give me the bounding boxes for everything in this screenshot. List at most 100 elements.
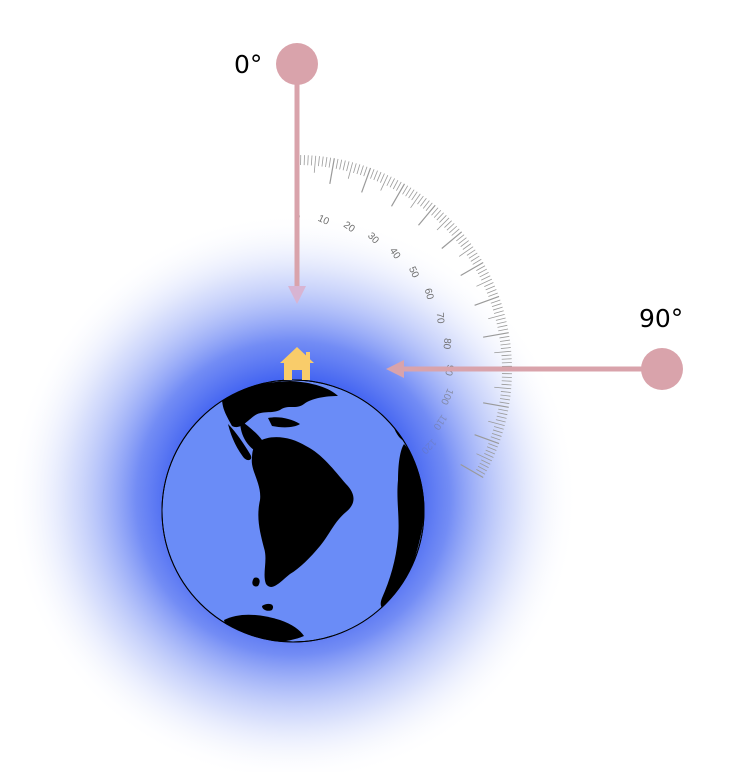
protractor-tick-45 (436, 217, 450, 231)
protractor-tick-48 (449, 225, 458, 234)
protractor-tick-5 (313, 155, 317, 173)
protractor-tick-33 (408, 189, 415, 199)
protractor-tick-58 (470, 255, 480, 262)
protractor-tick-97 (500, 394, 511, 397)
protractor-tick-81 (499, 335, 510, 339)
protractor-tick-17 (356, 164, 361, 175)
protractor-tick-96 (500, 391, 511, 393)
protractor-tick-9 (328, 157, 332, 168)
protractor-tick-28 (392, 179, 399, 190)
protractor-tick-30 (390, 183, 406, 207)
protractor-tick-64 (481, 275, 491, 281)
protractor-tick-62 (477, 268, 488, 275)
protractor-tick-41 (431, 207, 439, 216)
protractor-tick-39 (425, 202, 433, 211)
protractor-tick-14 (346, 161, 350, 172)
protractor-tick-15 (347, 162, 354, 179)
protractor-tick-76 (495, 317, 506, 321)
protractor-label-70: 70 (434, 312, 446, 324)
protractor-tick-26 (386, 176, 392, 186)
protractor-tick-55 (458, 246, 474, 257)
protractor-tick-98 (499, 398, 510, 401)
ray-0-drag-handle[interactable] (276, 43, 318, 85)
protractor-tick-66 (484, 282, 494, 287)
protractor-tick-108 (491, 432, 502, 437)
protractor-tick-8 (325, 157, 328, 168)
protractor-tick-43 (436, 212, 444, 221)
protractor-tick-101 (498, 408, 509, 412)
protractor-tick-7 (321, 156, 324, 167)
protractor-tick-72 (491, 303, 502, 308)
protractor-tick-67 (485, 285, 496, 291)
protractor-label-50: 50 (406, 265, 421, 280)
protractor-tick-54 (462, 243, 472, 250)
protractor-tick-87 (501, 358, 512, 360)
protractor-tick-61 (476, 265, 486, 271)
protractor-tick-47 (446, 223, 455, 231)
protractor-tick-75 (488, 313, 505, 320)
protractor-tick-105 (488, 420, 505, 427)
protractor-tick-65 (476, 278, 493, 287)
protractor-tick-23 (376, 171, 382, 182)
protractor-tick-119 (476, 469, 486, 475)
protractor-tick-63 (479, 272, 489, 278)
house-icon (280, 347, 314, 380)
protractor-tick-109 (490, 436, 501, 441)
protractor-tick-37 (420, 198, 427, 207)
protractor-tick-111 (488, 443, 498, 448)
protractor-tick-32 (405, 187, 412, 197)
protractor-tick-77 (496, 321, 507, 325)
protractor-tick-118 (477, 465, 488, 472)
protractor-tick-38 (422, 200, 430, 209)
protractor-tick-16 (353, 163, 357, 174)
ray-90-degrees[interactable]: 90° (386, 304, 683, 390)
protractor-tick-114 (484, 453, 494, 458)
protractor-tick-6 (318, 156, 320, 167)
protractor-tick-31 (402, 185, 409, 195)
protractor-tick-115 (476, 453, 493, 462)
protractor-tick-49 (451, 228, 460, 236)
protractor-tick-93 (501, 380, 512, 382)
protractor-tick-113 (485, 449, 496, 455)
protractor-tick-3 (307, 155, 309, 166)
protractor-tick-71 (490, 299, 501, 304)
protractor-label-60: 60 (422, 287, 436, 301)
protractor-tick-34 (411, 191, 418, 201)
protractor-tick-4 (310, 155, 313, 166)
protractor-tick-104 (495, 419, 506, 423)
protractor-tick-95 (494, 386, 512, 390)
protractor-tick-94 (501, 383, 512, 386)
protractor-tick-53 (460, 240, 469, 247)
ray-0-degrees[interactable]: 0° (234, 43, 318, 304)
ray-0-arrow-head (288, 286, 306, 304)
ray-0-label: 0° (234, 50, 262, 79)
protractor-tick-106 (493, 426, 504, 430)
protractor-tick-107 (492, 429, 503, 434)
ray-90-drag-handle[interactable] (641, 348, 683, 390)
protractor-tick-112 (486, 446, 497, 451)
protractor-tick-69 (488, 292, 498, 297)
protractor-tick-18 (359, 165, 364, 176)
protractor-tick-110 (474, 434, 500, 445)
protractor-tick-27 (389, 178, 395, 188)
protractor-tick-12 (339, 159, 343, 170)
protractor-tick-80 (483, 332, 509, 338)
ray-90-arrow-head (386, 360, 404, 378)
protractor-tick-120 (460, 463, 484, 479)
protractor-tick-79 (498, 328, 509, 332)
protractor-tick-68 (486, 289, 497, 294)
protractor-tick-59 (472, 258, 482, 265)
protractor-tick-102 (497, 412, 508, 416)
protractor-tick-11 (335, 158, 339, 169)
protractor-tick-83 (500, 343, 511, 346)
protractor-label-80: 80 (441, 338, 453, 350)
protractor-tick-46 (444, 220, 452, 228)
protractor-tick-36 (417, 195, 424, 205)
protractor-tick-82 (499, 339, 510, 342)
ray-90-label: 90° (639, 304, 683, 333)
protractor-tick-70 (474, 295, 500, 306)
protractor-tick-73 (492, 306, 503, 311)
protractor-tick-22 (373, 170, 378, 181)
protractor-tick-13 (342, 160, 346, 171)
protractor-tick-51 (456, 234, 465, 242)
